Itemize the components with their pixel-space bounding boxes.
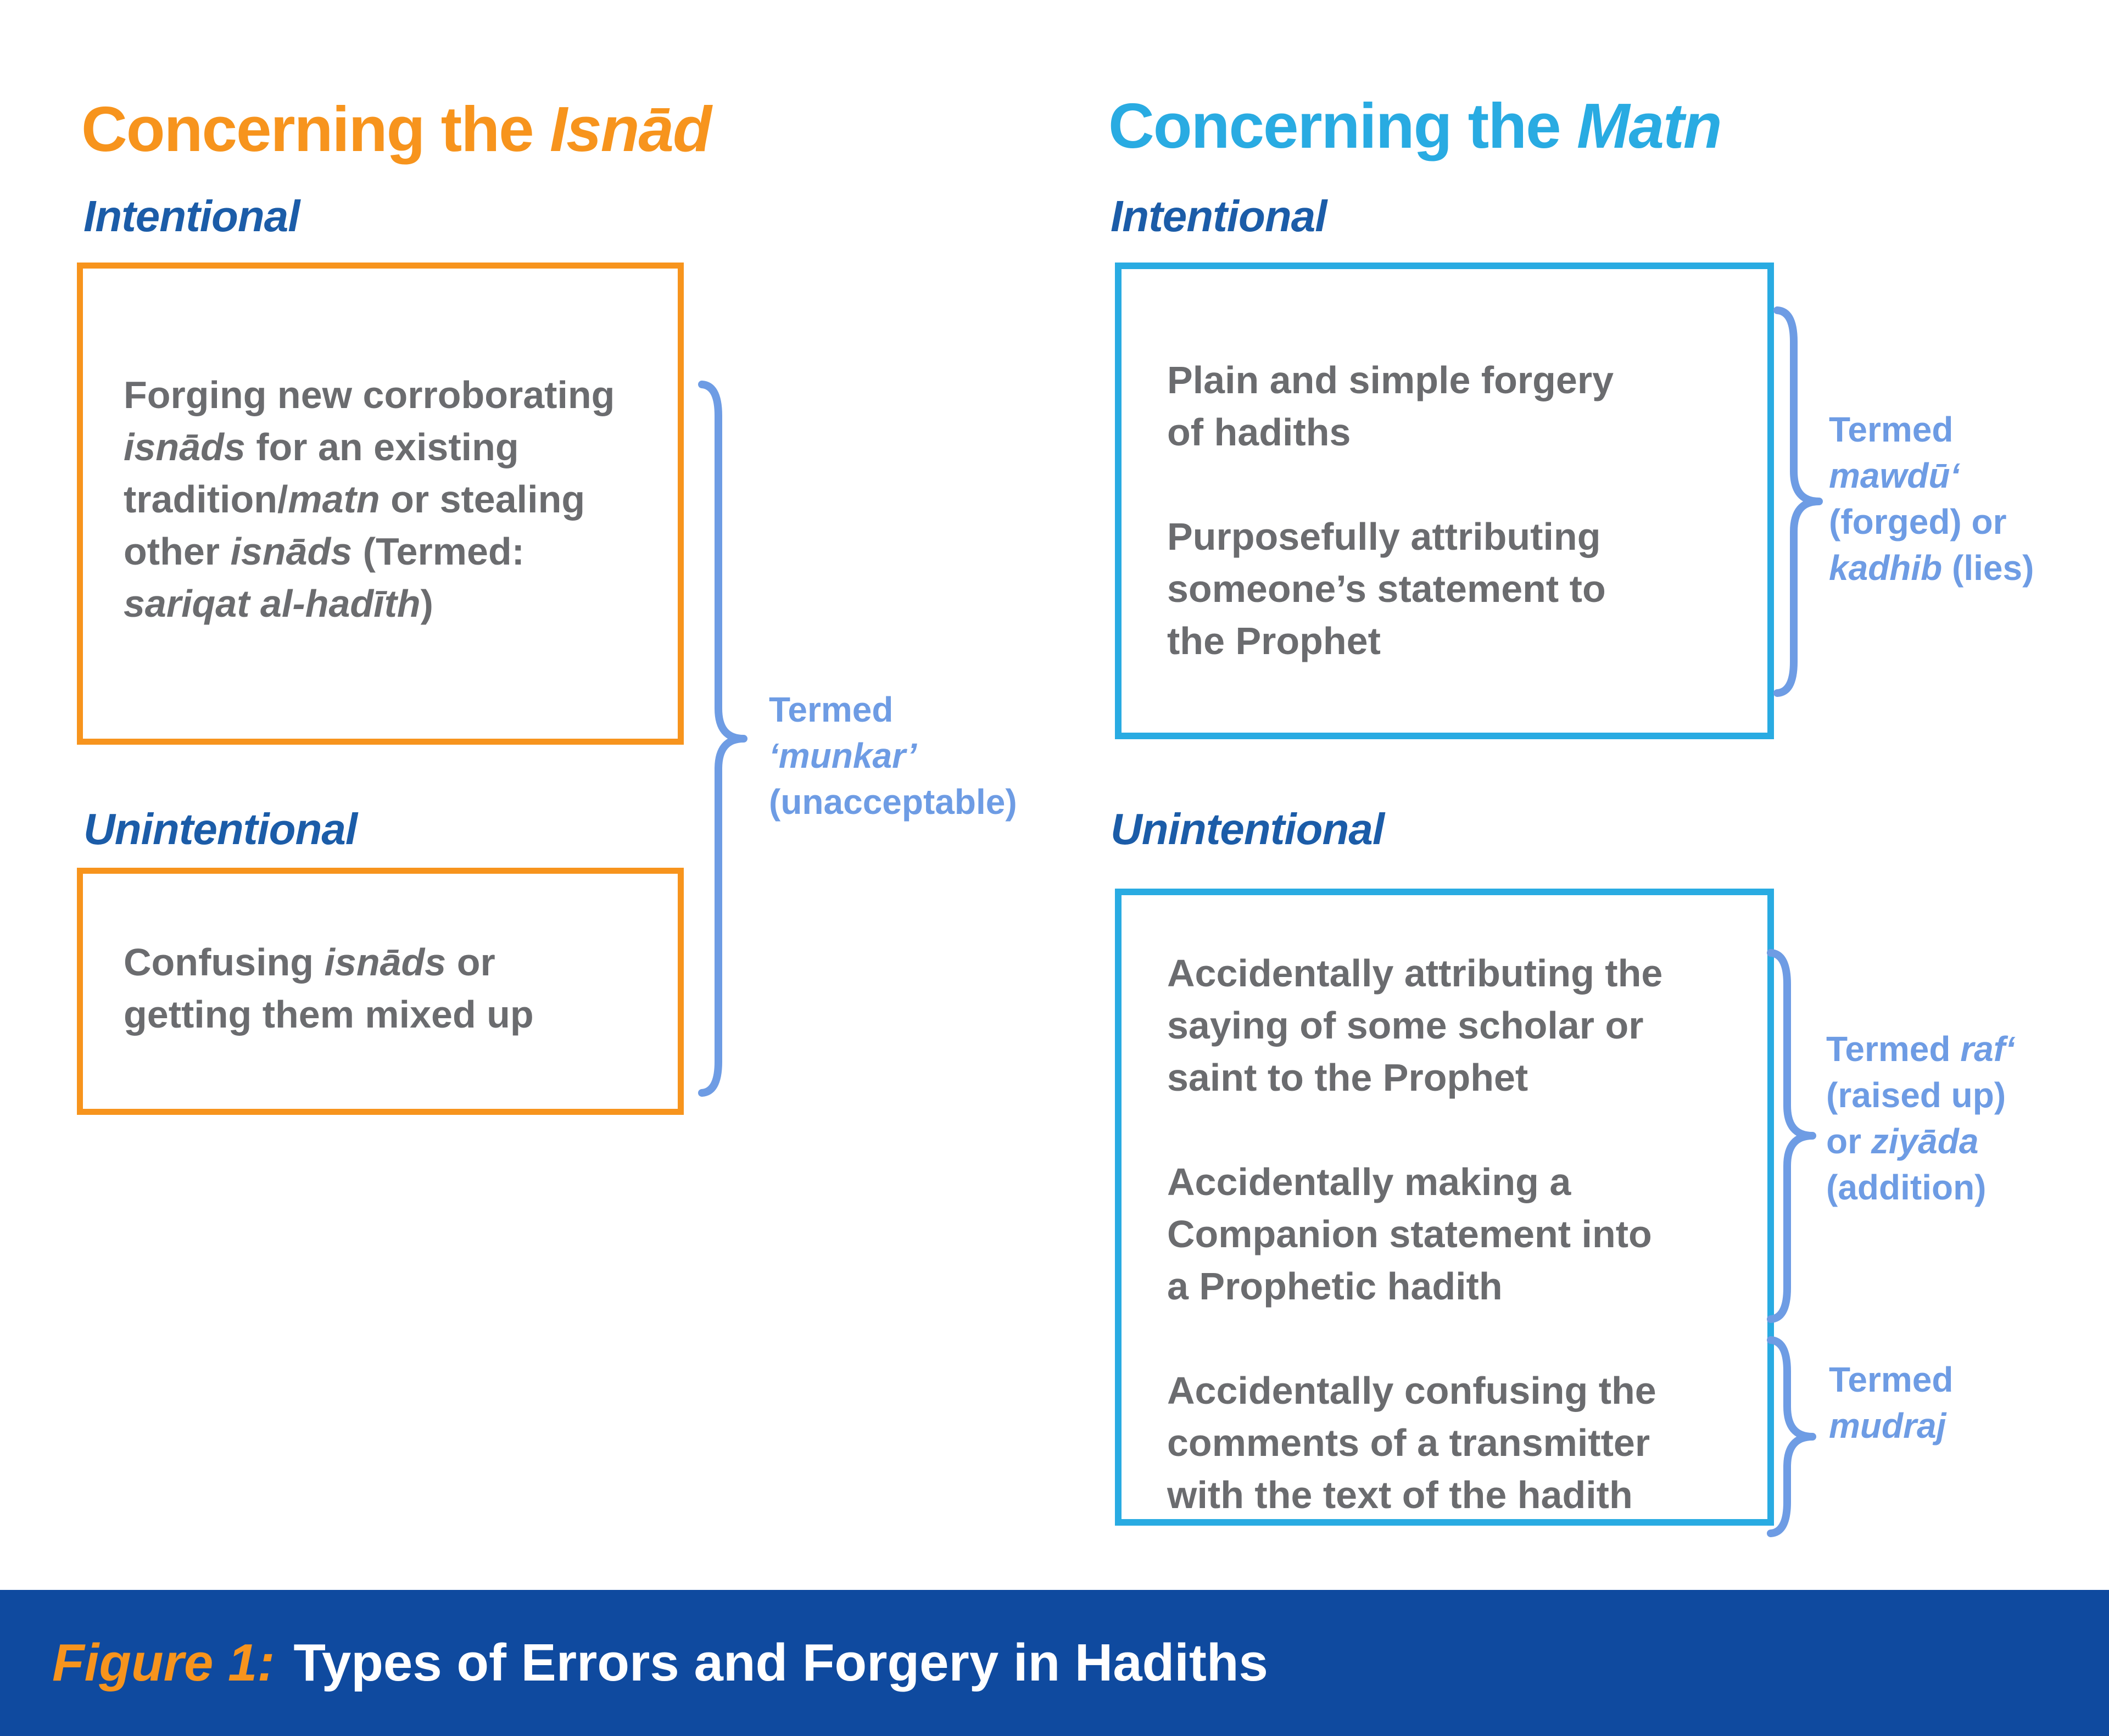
isnad-intentional-box xyxy=(77,263,684,745)
right-intentional-label: Intentional xyxy=(1111,192,1327,241)
title-concerning-isnad: Concerning the Isnād xyxy=(81,92,712,166)
title-right-italic-word: Matn xyxy=(1576,90,1722,161)
figure-title: Types of Errors and Forgery in Hadiths xyxy=(293,1633,1268,1692)
brace-mudraj xyxy=(1767,1336,1816,1537)
isnad-unintentional-box xyxy=(77,868,684,1115)
brace-label-raf: Termed raf‘(raised up)or ziyāda(addition… xyxy=(1826,1029,2015,1207)
brace-munkar xyxy=(698,381,747,1097)
left-unintentional-label: Unintentional xyxy=(83,805,358,853)
brace-label-munkar: Termed‘munkar’(unacceptable) xyxy=(769,690,1017,822)
title-right-prefix: Concerning the xyxy=(1108,90,1577,161)
figure-caption-bar: Figure 1: Types of Errors and Forgery in… xyxy=(0,1590,2109,1736)
title-left-italic-word: Isnād xyxy=(549,93,712,165)
title-concerning-matn: Concerning the Matn xyxy=(1108,89,1722,163)
figure-number-label: Figure 1: xyxy=(52,1633,275,1692)
title-left-prefix: Concerning the xyxy=(81,93,550,165)
brace-mawdu xyxy=(1773,306,1823,697)
right-unintentional-label: Unintentional xyxy=(1111,805,1385,853)
left-intentional-label: Intentional xyxy=(83,192,300,241)
brace-raf xyxy=(1767,949,1816,1323)
matn-intentional-box xyxy=(1115,263,1774,739)
